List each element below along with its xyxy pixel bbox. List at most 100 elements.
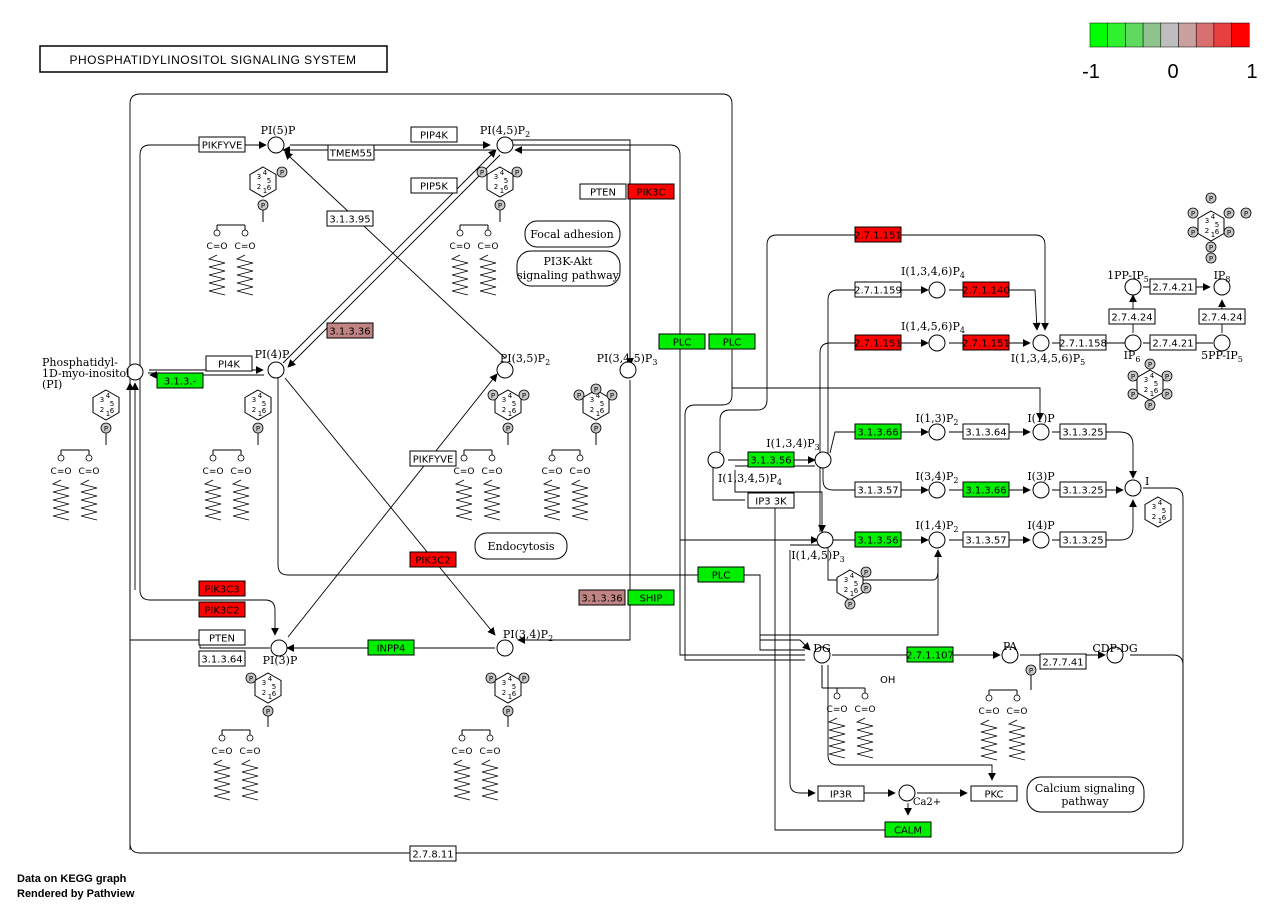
gene-box[interactable] <box>854 423 902 440</box>
gene-box[interactable] <box>854 334 902 351</box>
pi3k-akt-link[interactable]: PI3K-Akt <box>544 255 593 268</box>
gene-box[interactable] <box>970 785 1018 802</box>
gene-node-e31356a[interactable]: 3.1.3.56 <box>747 451 795 468</box>
gene-box[interactable] <box>1198 308 1246 325</box>
gene-node-plc1[interactable]: PLC <box>658 333 706 350</box>
gene-box[interactable] <box>854 281 902 298</box>
gene-box[interactable] <box>1059 334 1107 351</box>
gene-box[interactable] <box>409 551 457 568</box>
gene-box[interactable] <box>697 566 745 583</box>
gene-node-pkc[interactable]: PKC <box>970 785 1018 802</box>
gene-box[interactable] <box>817 785 865 802</box>
gene-node-e27424b[interactable]: 2.7.4.24 <box>1198 308 1246 325</box>
gene-box[interactable] <box>205 355 253 372</box>
gene-node-ip3r[interactable]: IP3R <box>817 785 865 802</box>
gene-node-pik3c3[interactable]: PIK3C3 <box>198 580 246 597</box>
gene-box[interactable] <box>747 492 795 509</box>
gene-box[interactable] <box>962 281 1010 298</box>
gene-box[interactable] <box>854 226 902 243</box>
gene-box[interactable] <box>1108 308 1156 325</box>
gene-node-pik2c2a[interactable]: PIK3C2 <box>409 551 457 568</box>
gene-box[interactable] <box>410 126 458 143</box>
gene-node-calm[interactable]: CALM <box>884 821 932 838</box>
gene-node-e313[interactable]: 3.1.3.- <box>156 372 204 389</box>
gene-node-e271107[interactable]: 2.7.1.107 <box>906 646 954 663</box>
pi3k-akt-link-line2[interactable]: signaling pathway <box>517 269 620 282</box>
gene-box[interactable] <box>198 601 246 618</box>
calcium-signaling-link-line2[interactable]: pathway <box>1061 795 1109 808</box>
gene-box[interactable] <box>627 589 675 606</box>
gene-box[interactable] <box>906 646 954 663</box>
gene-box[interactable] <box>1059 423 1107 440</box>
gene-node-e27421a[interactable]: 2.7.4.21 <box>1149 278 1197 295</box>
gene-node-e271151a[interactable]: 2.7.1.151 <box>854 226 902 243</box>
gene-node-e31366b[interactable]: 3.1.3.66 <box>962 481 1010 498</box>
gene-node-e31336a[interactable]: 3.1.3.36 <box>326 322 374 339</box>
gene-node-e27421b[interactable]: 2.7.4.21 <box>1149 334 1197 351</box>
gene-node-pten2[interactable]: PTEN <box>198 629 246 646</box>
gene-box[interactable] <box>578 589 626 606</box>
gene-box[interactable] <box>1149 278 1197 295</box>
gene-box[interactable] <box>156 372 204 389</box>
gene-node-e31336b[interactable]: 3.1.3.36 <box>578 589 626 606</box>
gene-node-pten1[interactable]: PTEN <box>579 183 627 200</box>
gene-box[interactable] <box>962 334 1010 351</box>
gene-box[interactable] <box>198 580 246 597</box>
gene-node-e271158[interactable]: 2.7.1.158 <box>1059 334 1107 351</box>
gene-node-e271159[interactable]: 2.7.1.159 <box>854 281 902 298</box>
gene-box[interactable] <box>326 322 374 339</box>
gene-box[interactable] <box>747 451 795 468</box>
gene-node-pi4k[interactable]: PI4K <box>205 355 253 372</box>
gene-node-pik2c2b[interactable]: PIK3C2 <box>198 601 246 618</box>
gene-node-ip33k[interactable]: IP3 3K <box>747 492 795 509</box>
gene-box[interactable] <box>854 481 902 498</box>
gene-box[interactable] <box>198 629 246 646</box>
gene-box[interactable] <box>198 136 246 153</box>
gene-node-pikfyve1[interactable]: PIKFYVE <box>198 136 246 153</box>
gene-node-e27811[interactable]: 2.7.8.11 <box>409 845 457 862</box>
gene-box[interactable] <box>1149 334 1197 351</box>
gene-box[interactable] <box>962 531 1010 548</box>
gene-node-pip4k[interactable]: PIP4K <box>410 126 458 143</box>
focal-adhesion-link[interactable]: Focal adhesion <box>530 228 613 241</box>
gene-node-e313951[interactable]: 3.1.3.95 <box>326 210 374 227</box>
gene-node-pikfyve2[interactable]: PIKFYVE <box>409 450 457 467</box>
gene-node-e31364b[interactable]: 3.1.3.64 <box>962 423 1010 440</box>
gene-box[interactable] <box>1059 531 1107 548</box>
gene-box[interactable] <box>327 144 375 161</box>
gene-box[interactable] <box>409 450 457 467</box>
gene-node-e31325b[interactable]: 3.1.3.25 <box>1059 481 1107 498</box>
gene-box[interactable] <box>579 183 627 200</box>
gene-node-e271151c[interactable]: 2.7.1.151 <box>962 334 1010 351</box>
gene-node-tmem55[interactable]: TMEM55 <box>327 144 375 161</box>
gene-node-inpp4[interactable]: INPP4 <box>367 639 415 656</box>
gene-node-pik3c[interactable]: PIK3C <box>627 183 675 200</box>
gene-box[interactable] <box>326 210 374 227</box>
gene-node-e31357a[interactable]: 3.1.3.57 <box>854 481 902 498</box>
gene-node-plc3[interactable]: PLC <box>697 566 745 583</box>
gene-node-e27741[interactable]: 2.7.7.41 <box>1039 653 1087 670</box>
gene-node-e271140[interactable]: 2.7.1.140 <box>962 281 1010 298</box>
gene-box[interactable] <box>962 423 1010 440</box>
gene-box[interactable] <box>962 481 1010 498</box>
gene-box[interactable] <box>198 650 246 667</box>
gene-node-e31366a[interactable]: 3.1.3.66 <box>854 423 902 440</box>
gene-box[interactable] <box>708 333 756 350</box>
gene-box[interactable] <box>627 183 675 200</box>
gene-node-e31364a[interactable]: 3.1.3.64 <box>198 650 246 667</box>
gene-node-pip5k[interactable]: PIP5K <box>410 177 458 194</box>
gene-box[interactable] <box>410 177 458 194</box>
gene-box[interactable] <box>409 845 457 862</box>
gene-node-plc2[interactable]: PLC <box>708 333 756 350</box>
gene-node-ship[interactable]: SHIP <box>627 589 675 606</box>
gene-box[interactable] <box>367 639 415 656</box>
gene-node-e31325c[interactable]: 3.1.3.25 <box>1059 531 1107 548</box>
gene-box[interactable] <box>1039 653 1087 670</box>
gene-box[interactable] <box>1059 481 1107 498</box>
endocytosis-link[interactable]: Endocytosis <box>487 540 554 553</box>
gene-node-e31325a[interactable]: 3.1.3.25 <box>1059 423 1107 440</box>
gene-box[interactable] <box>854 531 902 548</box>
gene-node-e27424a[interactable]: 2.7.4.24 <box>1108 308 1156 325</box>
gene-node-e271151b[interactable]: 2.7.1.151 <box>854 334 902 351</box>
gene-node-e31357b[interactable]: 3.1.3.57 <box>962 531 1010 548</box>
